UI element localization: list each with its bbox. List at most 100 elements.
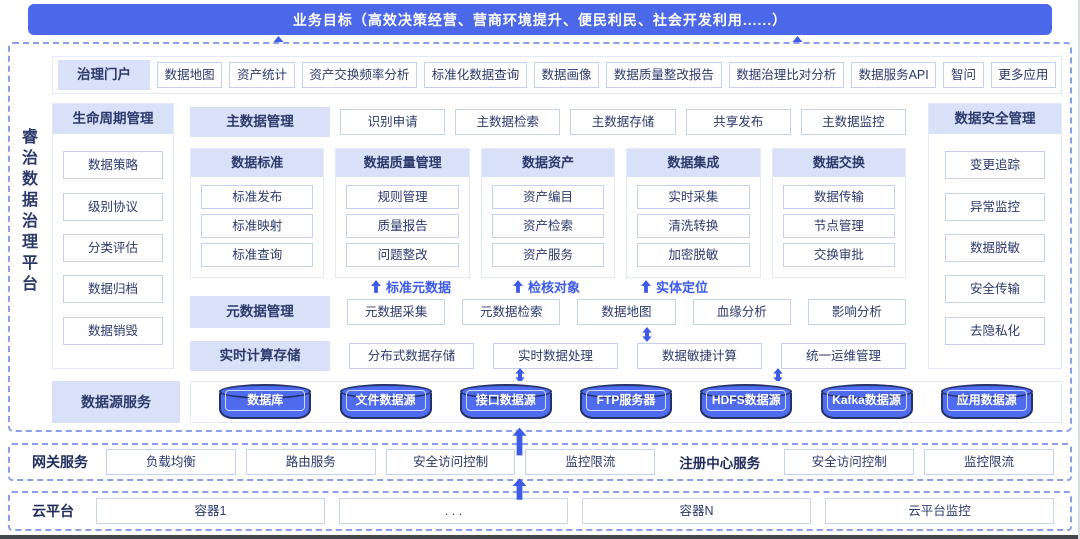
cloud-item: 容器N — [582, 498, 811, 524]
lifecycle-item: 数据归档 — [63, 275, 163, 304]
window-bottom-edge — [0, 535, 1078, 539]
metadata-item: 元数据检索 — [462, 299, 561, 325]
lifecycle-item: 数据策略 — [63, 151, 163, 180]
column-item: 资产检索 — [491, 214, 605, 238]
registry-item: 监控限流 — [924, 449, 1054, 475]
cylinder-top — [459, 384, 552, 399]
database-cylinder-icon: HDFS数据源 — [700, 384, 793, 419]
datasource-item: 应用数据源 — [946, 390, 1027, 411]
master-data-label: 主数据管理 — [190, 107, 330, 137]
realtime-label: 实时计算存储 — [190, 341, 330, 371]
flow-label: 实体定位 — [641, 277, 708, 296]
business-goal-banner: 业务目标（高效决策经营、营商环境提升、便民利民、社会开发利用......） — [28, 4, 1052, 35]
portal-item: 数据服务API — [850, 62, 937, 88]
metadata-label: 元数据管理 — [190, 296, 330, 328]
data-security-panel: 数据安全管理 变更追踪 异常监控 数据脱敏 安全传输 去隐私化 — [928, 103, 1062, 369]
column-data-integration: 数据集成 实时采集 清洗转换 加密脱敏 — [626, 148, 761, 278]
datasource-item: HDFS数据源 — [706, 390, 787, 411]
up-down-arrow-icon — [772, 368, 784, 383]
lifecycle-item: 分类评估 — [63, 233, 163, 262]
realtime-item: 实时数据处理 — [493, 343, 618, 369]
datasource-item: Kafka数据源 — [826, 390, 907, 411]
metadata-item: 元数据采集 — [347, 299, 446, 325]
realtime-item: 分布式数据存储 — [349, 343, 474, 369]
data-security-item: 数据脱敏 — [945, 233, 1045, 262]
cylinder-top — [940, 384, 1033, 399]
database-cylinder-icon: 数据库 — [219, 384, 312, 419]
portal-item: 资产交换频率分析 — [301, 62, 418, 88]
column-item: 资产编目 — [491, 185, 605, 209]
portal-item: 数据地图 — [157, 62, 223, 88]
realtime-item: 数据敏捷计算 — [637, 343, 762, 369]
column-data-quality: 数据质量管理 规则管理 质量报告 问题整改 — [335, 148, 470, 278]
column-item: 质量报告 — [346, 214, 459, 238]
datasource-item: FTP服务器 — [586, 390, 666, 411]
lifecycle-panel: 生命周期管理 数据策略 级别协议 分类评估 数据归档 数据销毁 — [52, 103, 174, 369]
metadata-item: 数据地图 — [577, 299, 676, 325]
database-cylinder-icon: 文件数据源 — [339, 384, 432, 419]
portal-row: 治理门户 数据地图 资产统计 资产交换频率分析 标准化数据查询 数据画像 数据质… — [52, 56, 1062, 94]
realtime-item: 统一运维管理 — [781, 343, 906, 369]
platform-title: 睿治数据治理平台 — [19, 128, 36, 296]
column-header: 数据资产 — [481, 149, 615, 177]
up-down-arrow-icon — [514, 368, 526, 383]
column-item: 标准查询 — [200, 243, 314, 267]
cylinder-top — [339, 384, 432, 399]
column-header: 数据质量管理 — [336, 149, 469, 177]
cloud-item: 容器1 — [96, 498, 325, 524]
cloud-frame: 云平台 容器1 . . . 容器N 云平台监控 — [8, 491, 1072, 531]
datasource-item: 数据库 — [225, 390, 306, 411]
master-data-item: 主数据检索 — [455, 109, 561, 135]
lifecycle-item: 级别协议 — [63, 192, 163, 221]
cylinder-top — [219, 384, 312, 399]
database-cylinder-icon: 应用数据源 — [940, 384, 1033, 419]
cloud-item: . . . — [339, 498, 568, 524]
flow-label-text: 实体定位 — [656, 280, 709, 295]
column-item: 问题整改 — [346, 243, 459, 267]
portal-item: 资产统计 — [229, 62, 295, 88]
datasource-item: 接口数据源 — [465, 390, 546, 411]
cylinder-top — [580, 384, 672, 399]
column-data-exchange: 数据交换 数据传输 节点管理 交换审批 — [771, 148, 907, 278]
master-data-row: 主数据管理 识别申请 主数据检索 主数据存储 共享发布 主数据监控 — [190, 103, 907, 141]
portal-item: 智问 — [943, 62, 984, 88]
flow-labels-row: 标准元数据 检核对象 实体定位 — [190, 277, 906, 296]
database-cylinder-icon: FTP服务器 — [580, 384, 672, 419]
up-down-arrow-icon — [641, 327, 653, 342]
up-arrow-icon — [641, 280, 651, 293]
cylinder-top — [820, 384, 913, 399]
data-security-item: 变更追踪 — [945, 151, 1045, 180]
master-data-item: 共享发布 — [685, 109, 791, 135]
up-arrow-icon — [512, 478, 527, 500]
flow-label-text: 检核对象 — [528, 280, 581, 295]
column-item: 标准发布 — [200, 185, 314, 209]
column-item: 实时采集 — [637, 185, 750, 209]
column-item: 交换审批 — [782, 243, 896, 267]
column-item: 资产服务 — [491, 243, 605, 267]
cloud-label: 云平台 — [32, 503, 74, 519]
portal-item: 数据画像 — [533, 62, 600, 88]
metadata-row: 元数据管理 元数据采集 元数据检索 数据地图 血缘分析 影响分析 — [190, 296, 907, 328]
data-security-items: 变更追踪 异常监控 数据脱敏 安全传输 去隐私化 — [929, 134, 1061, 368]
portal-item: 数据质量整改报告 — [606, 62, 722, 88]
portal-item: 更多应用 — [990, 62, 1057, 88]
cylinder-top — [700, 384, 793, 399]
column-data-asset: 数据资产 资产编目 资产检索 资产服务 — [480, 148, 616, 278]
gateway-label: 网关服务 — [32, 454, 88, 470]
lifecycle-label: 生命周期管理 — [53, 104, 173, 134]
flow-label: 标准元数据 — [371, 277, 451, 296]
metadata-item: 血缘分析 — [692, 299, 791, 325]
data-security-label: 数据安全管理 — [929, 104, 1061, 134]
gateway-frame: 网关服务 负载均衡 路由服务 安全访问控制 监控限流 注册中心服务 安全访问控制… — [8, 443, 1072, 481]
column-header: 数据标准 — [191, 149, 324, 177]
flow-label-text: 标准元数据 — [386, 280, 452, 295]
gateway-item: 路由服务 — [245, 449, 376, 475]
up-arrow-icon — [512, 427, 527, 456]
column-data-standard: 数据标准 标准发布 标准映射 标准查询 — [190, 148, 325, 278]
column-item: 加密脱敏 — [637, 243, 750, 267]
up-arrow-icon — [371, 280, 381, 293]
registry-item: 安全访问控制 — [784, 449, 915, 475]
column-item: 标准映射 — [200, 214, 314, 238]
datasource-label: 数据源服务 — [52, 381, 180, 423]
